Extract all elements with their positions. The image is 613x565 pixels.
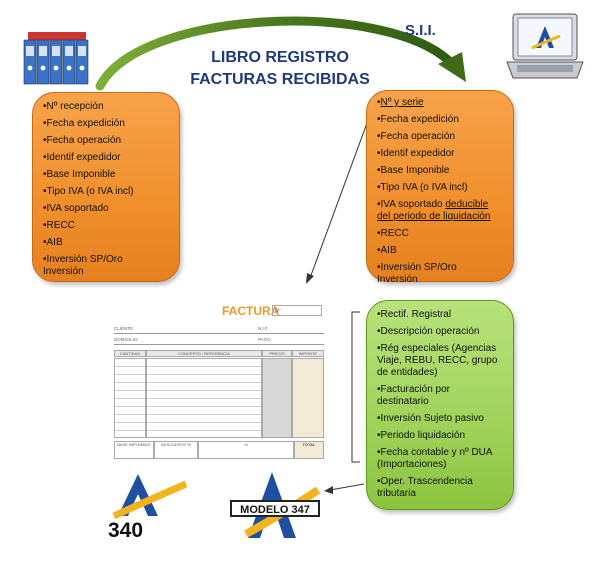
extra-fields-box: Rectif. Registral Descripción operación …	[366, 300, 514, 510]
col-header-amount: IMPORTE	[292, 350, 324, 357]
list-item: Rég especiales (Agencias Viaje, REBU, RE…	[377, 343, 503, 379]
list-item: Fecha operación	[377, 131, 503, 143]
invoice-form: FACTURA Nº CLIENTE N.I.F. DOMICILIO PAGO…	[112, 300, 326, 463]
list-item: AIB	[377, 245, 503, 257]
list-item: Descripción operación	[377, 326, 503, 338]
foot-total: TOTAL	[294, 441, 324, 459]
list-item: Periodo liquidación	[377, 430, 503, 442]
list-item: RECC	[377, 228, 503, 240]
list-item: IVA soportado	[43, 203, 169, 215]
sii-label: S.I.I.	[405, 22, 436, 39]
list-item: Identif expedidor	[43, 152, 169, 164]
form-nif-label: N.I.F.	[258, 326, 269, 331]
form-client-label: CLIENTE	[114, 326, 134, 331]
form-rule	[114, 344, 324, 345]
list-item: Fecha contable y nº DUA (Importaciones)	[377, 447, 503, 471]
col-header-concept: CONCEPTO / REFERENCIA	[146, 350, 262, 357]
list-item: Fecha expedición	[377, 114, 503, 126]
agencia-tributaria-logo	[112, 474, 188, 520]
list-item: Fecha expedición	[43, 118, 169, 130]
iva-prefix: IVA soportado	[380, 199, 446, 210]
binders-icon	[23, 32, 89, 85]
list-item: Base Imponible	[377, 165, 503, 177]
list-item: AIB	[43, 237, 169, 249]
form-address-label: DOMICILIO	[114, 337, 138, 342]
form-payment-label: PAGO	[258, 337, 271, 342]
list-item: IVA soportado deducible del periodo de l…	[377, 199, 503, 223]
foot-base: BASE IMPONIBLE	[114, 441, 154, 459]
col-header-price: PRECIO	[262, 350, 292, 357]
list-item: Oper. Trascendencia tributaria	[377, 476, 503, 500]
invoice-title: FACTURA	[222, 304, 280, 318]
list-item: Fecha operación	[43, 135, 169, 147]
list-item: Inversión SP/Oro Inversión	[377, 262, 487, 286]
col-price	[262, 358, 292, 438]
serie-label: Nº y serie	[380, 97, 424, 108]
invoice-number-field: Nº	[272, 305, 322, 316]
col-concept	[146, 358, 262, 438]
diagram-title-line2: FACTURAS RECIBIDAS	[190, 71, 370, 88]
list-item: Identif expedidor	[377, 148, 503, 160]
list-item: Inversión Sujeto pasivo	[377, 413, 503, 425]
col-quantity	[114, 358, 146, 438]
list-item: Tipo IVA (o IVA incl)	[43, 186, 169, 198]
list-item: Nº y serie	[377, 97, 503, 109]
form-rule	[114, 333, 324, 334]
col-header-quantity: CANTIDAD	[114, 350, 146, 357]
list-item: Rectif. Registral	[377, 309, 503, 321]
laptop-icon	[506, 13, 584, 79]
foot-discount: DESCUENTO %	[154, 441, 198, 459]
list-item: Inversión SP/Oro Inversión	[43, 254, 153, 278]
list-item: Nº recepción	[43, 101, 169, 113]
model-347-label: MODELO 347	[230, 500, 320, 517]
diagram-title-line1: LIBRO REGISTRO	[211, 49, 349, 66]
list-item: Tipo IVA (o IVA incl)	[377, 182, 503, 194]
right-fields-box: Nº y serie Fecha expedición Fecha operac…	[366, 90, 514, 285]
list-item: RECC	[43, 220, 169, 232]
left-fields-box: Nº recepción Fecha expedición Fecha oper…	[32, 92, 180, 282]
col-amount	[292, 358, 324, 438]
list-item: Facturación por destinatario	[377, 384, 503, 408]
foot-iva: %	[198, 441, 294, 459]
list-item: Base Imponible	[43, 169, 169, 181]
iva-underlined: deducible del periodo de liquidación	[377, 199, 491, 222]
model-340-label: 340	[108, 519, 144, 542]
